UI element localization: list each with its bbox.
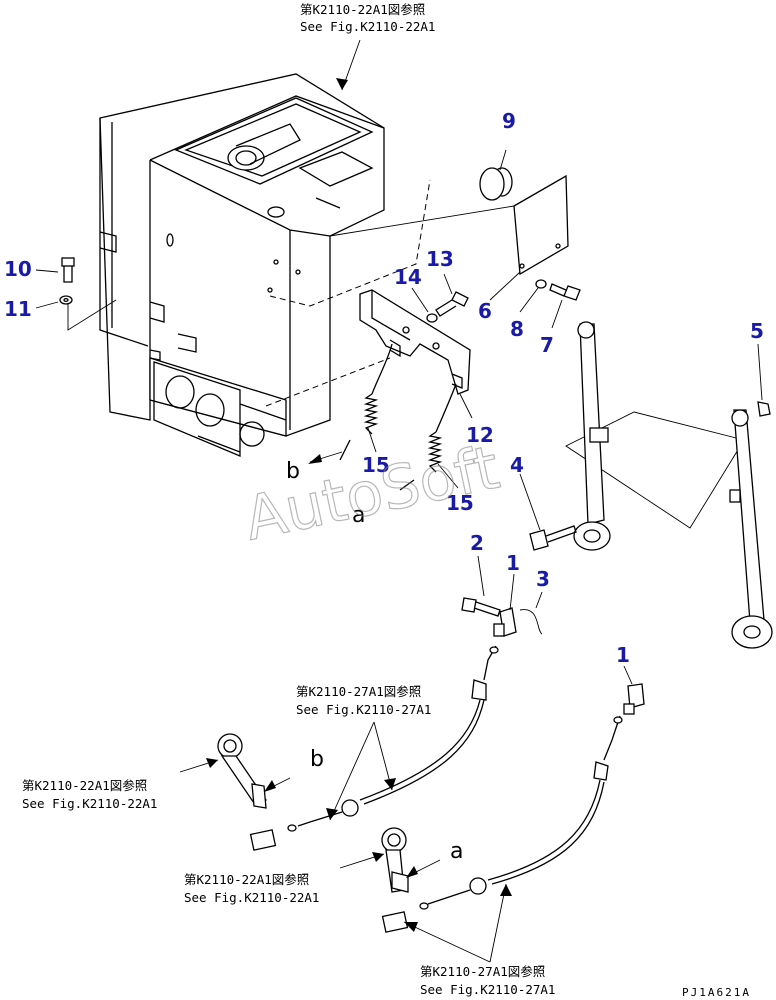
callout-13: 13 xyxy=(426,247,454,271)
callout-2: 2 xyxy=(470,531,484,555)
callout-numbers: 9 10 11 13 14 6 8 7 5 12 15 15 4 2 1 3 1 xyxy=(4,109,764,667)
callout-leaders xyxy=(35,269,763,685)
callout-5: 5 xyxy=(750,319,764,343)
bolt-13 xyxy=(426,291,469,323)
ref-lever-left-en: See Fig.K2110-22A1 xyxy=(22,796,157,811)
callout-15-lower: 15 xyxy=(446,491,474,515)
console-housing xyxy=(99,73,431,457)
callout-14: 14 xyxy=(394,265,422,289)
lever-left xyxy=(217,733,277,851)
spring-upper xyxy=(339,343,393,461)
ref-cable-bottom-en: See Fig.K2110-27A1 xyxy=(420,982,555,997)
ref-lever-mid-en: See Fig.K2110-22A1 xyxy=(184,890,319,905)
bolt-10 xyxy=(59,257,117,331)
bolt-4 xyxy=(529,525,577,551)
clamp-upper xyxy=(493,607,543,637)
letter-a-upper: a xyxy=(352,503,365,528)
callout-10: 10 xyxy=(4,257,32,281)
ref-cable-upper-jp: 第K2110-27A1図参照 xyxy=(296,684,421,699)
letter-b-lower: b xyxy=(310,747,324,772)
ref-leaders xyxy=(179,39,512,963)
bolt-2 xyxy=(461,597,501,617)
ref-top-en: See Fig.K2110-22A1 xyxy=(300,19,435,34)
ref-lever-mid-jp: 第K2110-22A1図参照 xyxy=(184,872,309,887)
callout-11: 11 xyxy=(4,297,32,321)
drawing-code: PJ1A621A xyxy=(682,986,751,999)
callout-1-lower: 1 xyxy=(616,643,630,667)
ref-cable-upper-en: See Fig.K2110-27A1 xyxy=(296,702,431,717)
callout-4: 4 xyxy=(510,453,524,477)
reference-labels: 第K2110-22A1図参照 See Fig.K2110-22A1 第K2110… xyxy=(22,2,555,997)
cable-lower xyxy=(419,715,623,910)
ref-cable-bottom-jp: 第K2110-27A1図参照 xyxy=(420,964,545,979)
callout-6: 6 xyxy=(478,299,492,323)
watermark: AutoSoft xyxy=(239,433,506,555)
ref-lever-left-jp: 第K2110-22A1図参照 xyxy=(22,778,147,793)
plug-cap xyxy=(479,149,513,201)
callout-15-upper: 15 xyxy=(362,453,390,477)
clamp-lower xyxy=(623,683,645,715)
callout-12: 12 xyxy=(466,423,494,447)
spring-lower xyxy=(399,383,457,491)
pedal-levers xyxy=(565,321,773,649)
cover-plate xyxy=(329,174,569,276)
callout-8: 8 xyxy=(510,317,524,341)
letter-a-lower: a xyxy=(450,839,463,864)
callout-1-upper: 1 xyxy=(506,551,520,575)
ref-top-jp: 第K2110-22A1図参照 xyxy=(300,2,425,17)
callout-3: 3 xyxy=(536,567,550,591)
lever-mid xyxy=(381,827,409,933)
cable-upper xyxy=(287,645,499,832)
callout-9: 9 xyxy=(502,109,516,133)
bracket xyxy=(359,289,471,395)
letter-b-upper: b xyxy=(286,459,300,484)
bolt-7 xyxy=(535,279,581,301)
connection-letters: b a b a xyxy=(286,459,463,864)
callout-7: 7 xyxy=(540,333,554,357)
